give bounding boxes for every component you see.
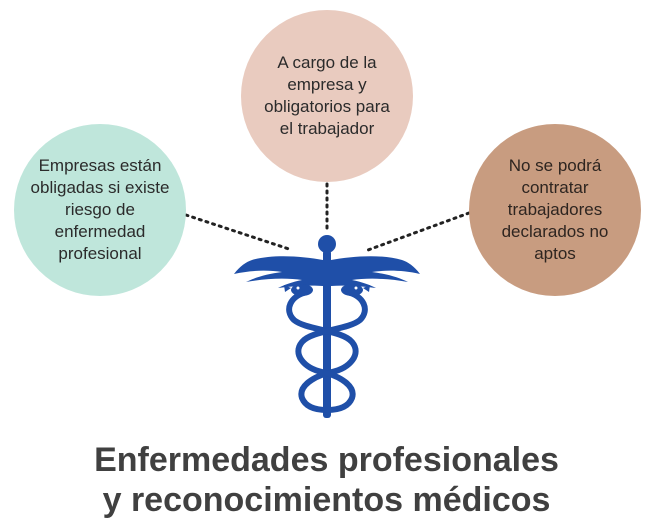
title-line-2: y reconocimientos médicos [102, 481, 551, 519]
connector-left [184, 213, 294, 252]
bubble-top-text: A cargo de la empresa y obligatorios par… [264, 53, 390, 138]
bubble-right-text: No se podrá contratar trabajadores decla… [501, 156, 609, 263]
title-line-1: Enfermedades profesionales [94, 441, 559, 479]
connector-right [366, 211, 471, 252]
bubble-left: Empresas están obligadas si existe riesg… [14, 124, 186, 296]
bubble-right: No se podrá contratar trabajadores decla… [469, 124, 641, 296]
caduceus-icon [234, 235, 420, 418]
page-title: Enfermedades profesionales y reconocimie… [0, 440, 653, 520]
bubble-top: A cargo de la empresa y obligatorios par… [241, 10, 413, 182]
bubble-left-text: Empresas están obligadas si existe riesg… [30, 156, 170, 263]
